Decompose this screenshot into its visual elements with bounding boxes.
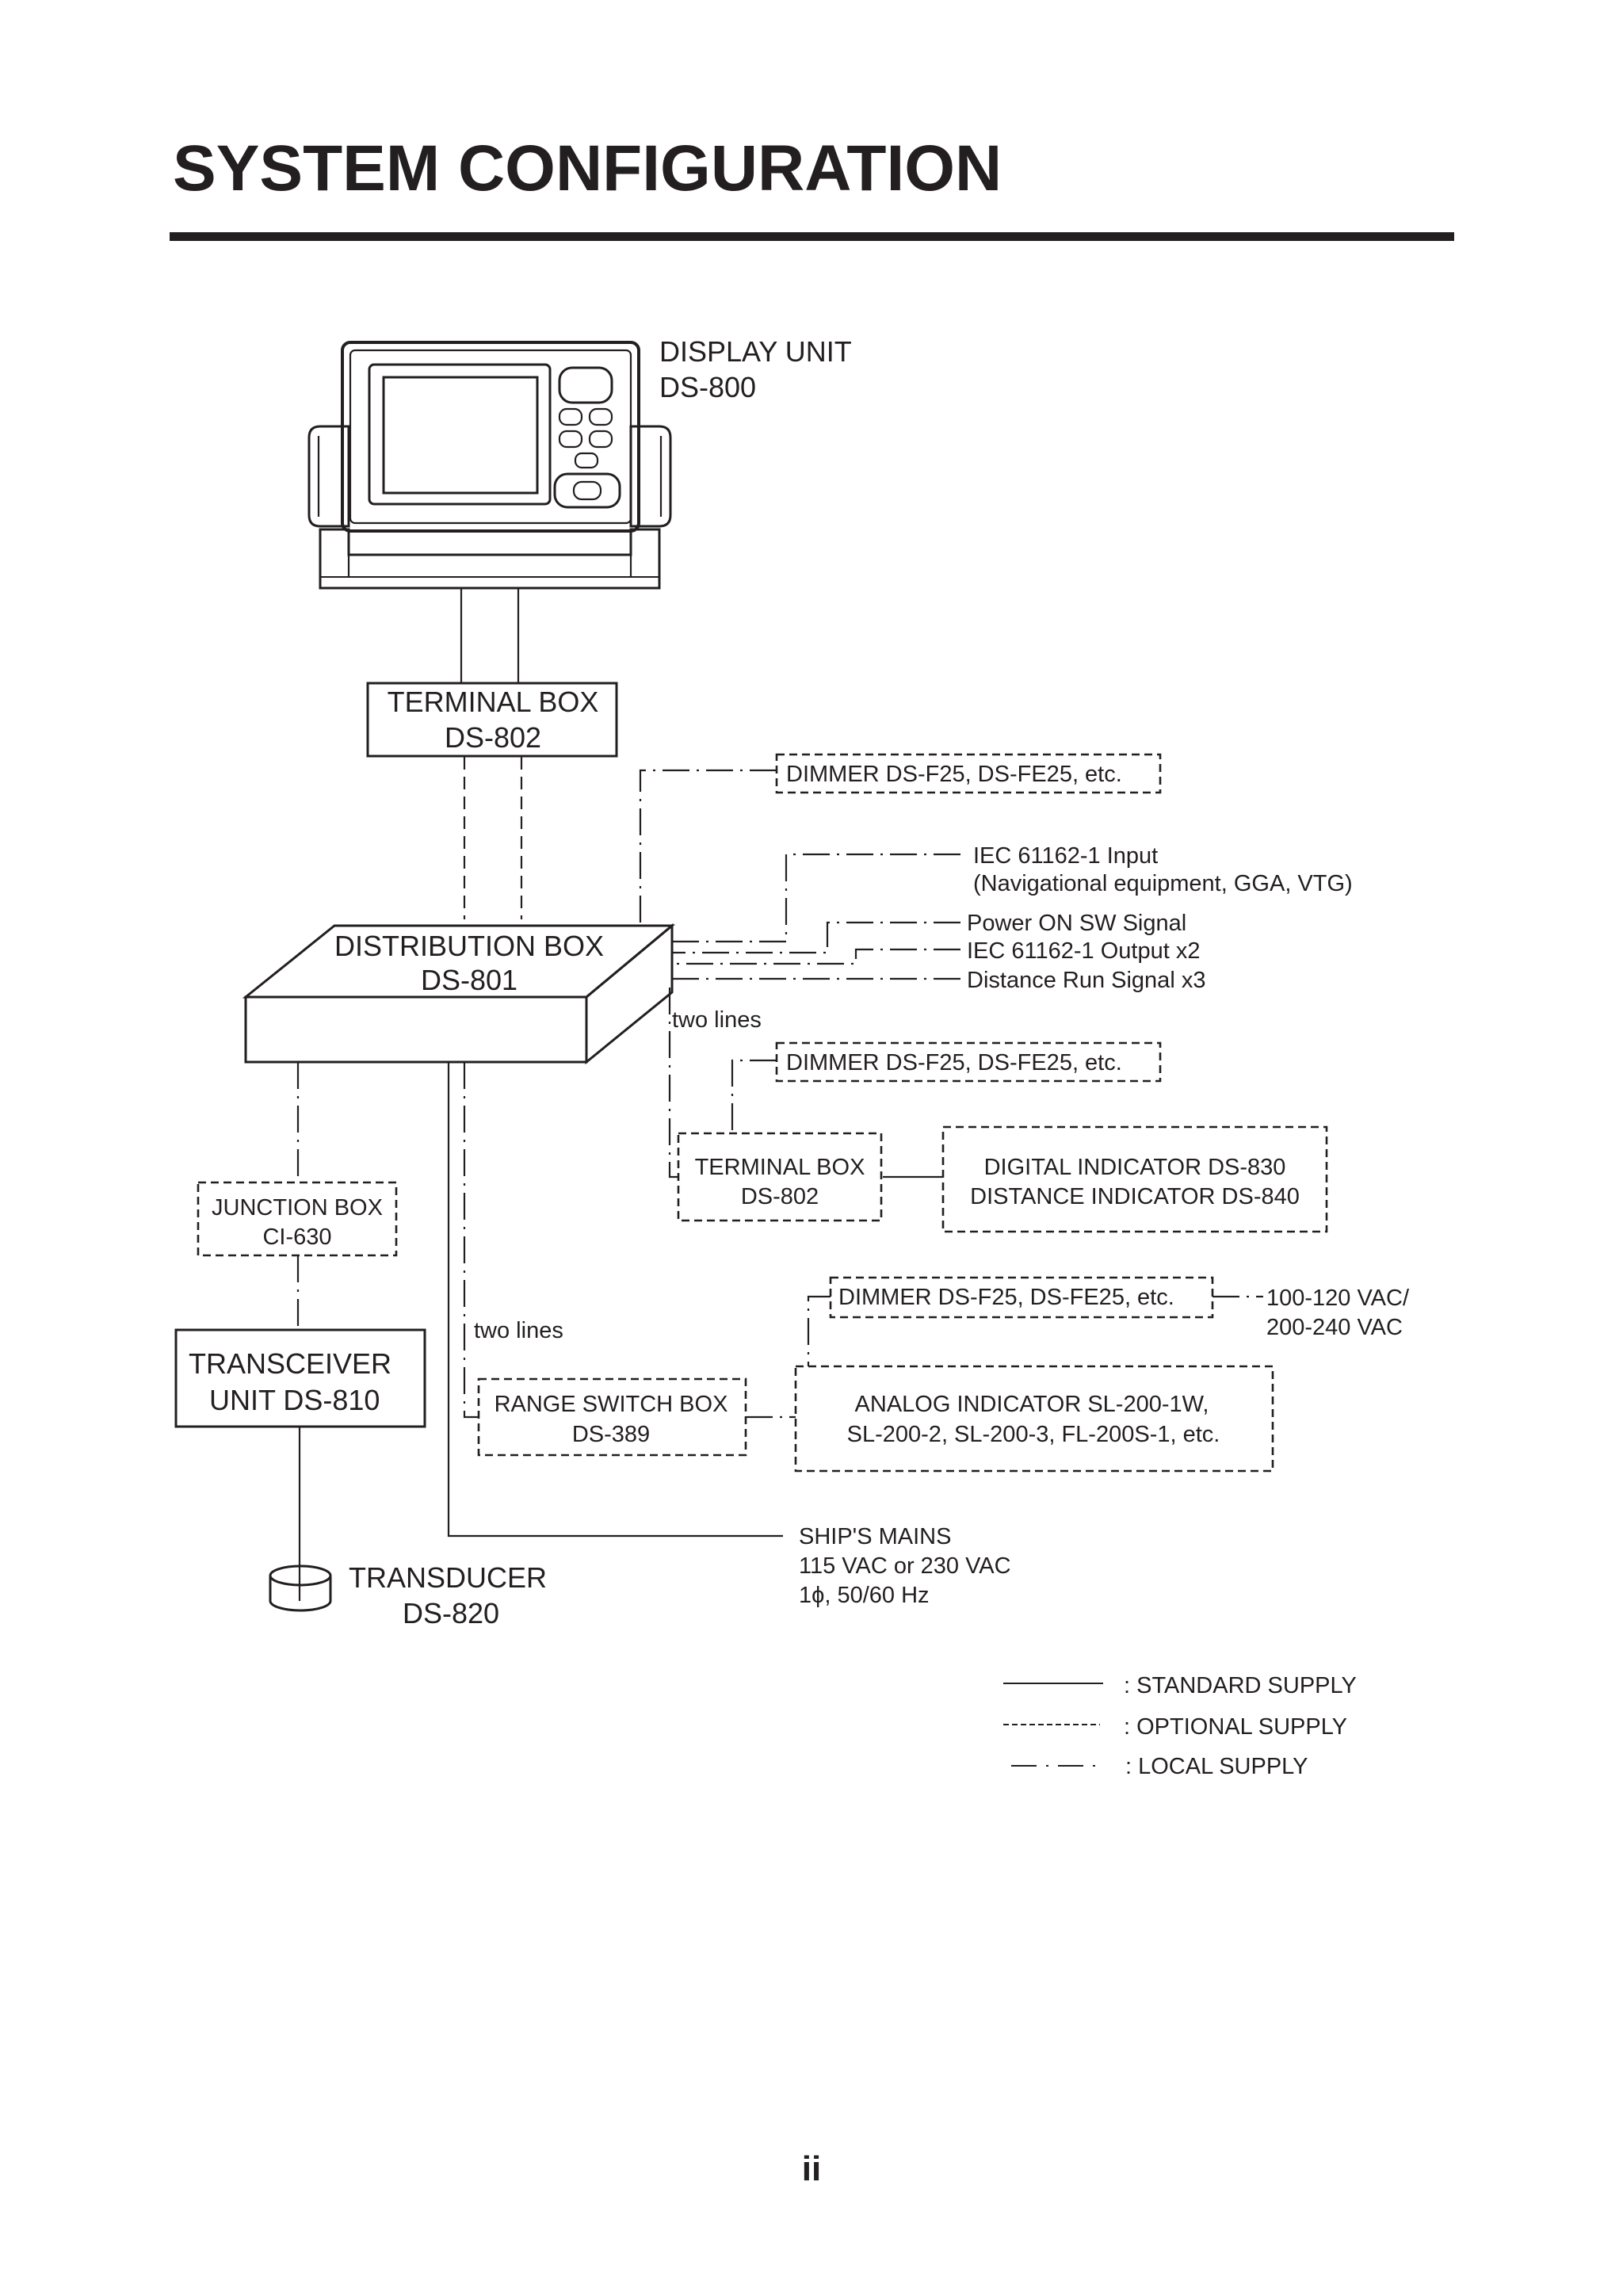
ships-mains-label-3: 1ϕ, 50/60 Hz bbox=[799, 1583, 930, 1608]
analog-indicator-box bbox=[794, 1365, 1274, 1473]
optional-lines bbox=[463, 757, 523, 919]
dimmer-3-label: DIMMER DS-F25, DS-FE25, etc. bbox=[838, 1285, 1174, 1310]
iec-input-label-2: (Navigational equipment, GGA, VTG) bbox=[973, 871, 1353, 896]
ships-mains-label-1: SHIP'S MAINS bbox=[799, 1524, 951, 1549]
transceiver-label-1: TRANSCEIVER bbox=[189, 1347, 391, 1380]
distribution-box bbox=[242, 923, 676, 1065]
terminal-box-mid-label-2: DS-802 bbox=[741, 1184, 819, 1209]
local-lines bbox=[296, 769, 1263, 1419]
transducer-label-2: DS-820 bbox=[403, 1597, 499, 1629]
iec-input-label-1: IEC 61162-1 Input bbox=[973, 843, 1158, 869]
legend-optional-label: : OPTIONAL SUPPLY bbox=[1124, 1714, 1347, 1740]
ships-mains-label-2: 115 VAC or 230 VAC bbox=[799, 1553, 1011, 1579]
distance-run-label: Distance Run Signal x3 bbox=[967, 968, 1205, 993]
two-lines-label-1: two lines bbox=[672, 1007, 762, 1033]
two-lines-label-2: two lines bbox=[474, 1318, 563, 1343]
terminal-box-mid-label-1: TERMINAL BOX bbox=[695, 1155, 865, 1180]
terminal-box-top-label-1: TERMINAL BOX bbox=[388, 686, 599, 718]
legend-standard-label: : STANDARD SUPPLY bbox=[1124, 1673, 1357, 1698]
junction-box-label-1: JUNCTION BOX bbox=[212, 1195, 383, 1221]
display-unit-illustration bbox=[307, 341, 672, 590]
legend-lines bbox=[1003, 1683, 1103, 1767]
dimmer-box-1 bbox=[775, 753, 1162, 794]
digital-indicator-label-1: DIGITAL INDICATOR DS-830 bbox=[984, 1155, 1286, 1180]
dimmer-box-3 bbox=[829, 1276, 1214, 1319]
display-unit-label-2: DS-800 bbox=[659, 371, 756, 403]
terminal-box-top bbox=[366, 682, 618, 758]
digital-indicator-box bbox=[941, 1125, 1328, 1233]
digital-indicator-label-2: DISTANCE INDICATOR DS-840 bbox=[970, 1184, 1300, 1209]
terminal-box-top-label-2: DS-802 bbox=[445, 721, 541, 754]
transceiver-label-2: UNIT DS-810 bbox=[209, 1384, 380, 1416]
iec-output-label: IEC 61162-1 Output x2 bbox=[967, 938, 1200, 964]
range-switch-label-2: DS-389 bbox=[572, 1422, 650, 1447]
distribution-box-label-2: DS-801 bbox=[421, 964, 517, 996]
junction-box-label-2: CI-630 bbox=[262, 1224, 331, 1250]
transducer-label-1: TRANSDUCER bbox=[349, 1561, 547, 1594]
dimmer-box-2 bbox=[775, 1041, 1162, 1083]
transceiver-box bbox=[174, 1328, 426, 1428]
standard-lines bbox=[298, 588, 943, 1601]
title-rule bbox=[170, 232, 1454, 241]
analog-indicator-label-2: SL-200-2, SL-200-3, FL-200S-1, etc. bbox=[847, 1422, 1220, 1447]
analog-indicator-label-1: ANALOG INDICATOR SL-200-1W, bbox=[855, 1392, 1209, 1417]
range-switch-box bbox=[477, 1377, 747, 1457]
range-switch-label-1: RANGE SWITCH BOX bbox=[495, 1392, 728, 1417]
ac-supply-label-1: 100-120 VAC/ bbox=[1266, 1286, 1410, 1311]
transducer-icon bbox=[269, 1564, 332, 1612]
legend-local-label: : LOCAL SUPPLY bbox=[1125, 1754, 1308, 1779]
dimmer-2-label: DIMMER DS-F25, DS-FE25, etc. bbox=[786, 1050, 1122, 1075]
power-on-label: Power ON SW Signal bbox=[967, 911, 1186, 936]
page-number: ii bbox=[801, 2149, 822, 2188]
distribution-box-label-1: DISTRIBUTION BOX bbox=[334, 930, 604, 962]
junction-box bbox=[197, 1181, 398, 1257]
ac-supply-label-2: 200-240 VAC bbox=[1266, 1315, 1403, 1340]
display-unit-label-1: DISPLAY UNIT bbox=[659, 335, 852, 368]
terminal-box-mid bbox=[677, 1132, 883, 1222]
page-title: SYSTEM CONFIGURATION bbox=[173, 132, 1002, 204]
dimmer-1-label: DIMMER DS-F25, DS-FE25, etc. bbox=[786, 762, 1122, 787]
